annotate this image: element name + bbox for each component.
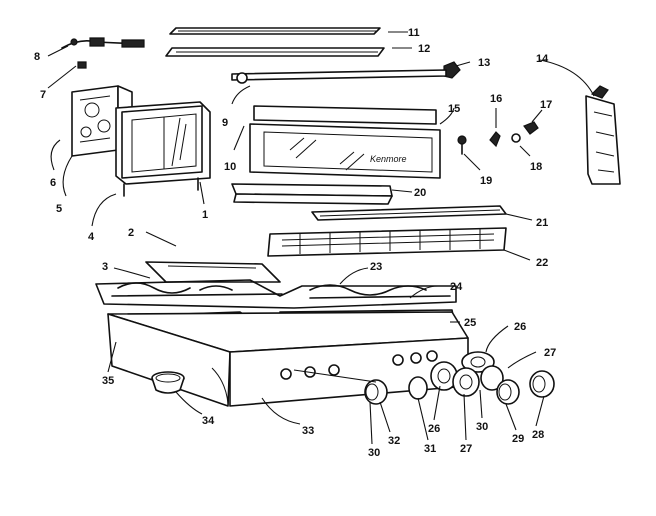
part-grates [95, 279, 457, 309]
part-rail [165, 47, 385, 57]
part-rod [231, 69, 447, 84]
leader-lines [47, 31, 595, 445]
callout-30-right: 30 [476, 421, 488, 433]
callout-labels: 8 7 11 12 13 14 9 10 15 16 17 18 19 6 5 … [34, 27, 556, 459]
callout-26-bottom: 26 [428, 423, 440, 435]
part-grille [267, 227, 507, 257]
callout-31: 31 [424, 443, 436, 455]
callout-22: 22 [536, 257, 548, 269]
callout-30-left: 30 [368, 447, 380, 459]
callout-13: 13 [478, 57, 490, 69]
callout-4: 4 [88, 231, 95, 243]
callout-17: 17 [540, 99, 552, 111]
callout-23: 23 [370, 261, 382, 273]
part-glass-panel: Kenmore [249, 105, 441, 179]
part-side-bracket [585, 85, 621, 185]
callout-8: 8 [34, 51, 40, 63]
part-trim-strip [311, 205, 507, 221]
part-knobs [364, 351, 555, 405]
callout-9: 9 [222, 117, 228, 129]
callout-3: 3 [102, 261, 108, 273]
callout-2: 2 [128, 227, 134, 239]
callout-20: 20 [414, 187, 426, 199]
callout-5: 5 [56, 203, 62, 215]
part-window-frame [115, 101, 211, 197]
callout-25: 25 [464, 317, 476, 329]
part-tray [231, 183, 393, 205]
callout-11: 11 [408, 27, 420, 39]
callout-18: 18 [530, 161, 542, 173]
brand-script: Kenmore [370, 154, 407, 164]
callout-29: 29 [512, 433, 524, 445]
part-griddle-plate [145, 261, 281, 283]
callout-7: 7 [40, 89, 46, 101]
callout-1: 1 [202, 209, 208, 221]
callout-35: 35 [102, 375, 114, 387]
callout-21: 21 [536, 217, 548, 229]
callout-19: 19 [480, 175, 492, 187]
callout-12: 12 [418, 43, 430, 55]
callout-27-top: 27 [544, 347, 556, 359]
callout-27-bottom: 27 [460, 443, 472, 455]
callout-32: 32 [388, 435, 400, 447]
callout-26-top: 26 [514, 321, 526, 333]
callout-14: 14 [536, 53, 549, 65]
callout-34: 34 [202, 415, 215, 427]
callout-33: 33 [302, 425, 314, 437]
callout-24: 24 [450, 281, 463, 293]
callout-28: 28 [532, 429, 544, 441]
part-wire-harness [61, 37, 145, 49]
part-fittings [457, 121, 539, 155]
callout-6: 6 [50, 177, 56, 189]
part-top-strip [169, 27, 381, 35]
callout-16: 16 [490, 93, 502, 105]
callout-10: 10 [224, 161, 236, 173]
callout-15: 15 [448, 103, 460, 115]
part-clip [77, 61, 87, 69]
part-cup [151, 371, 185, 394]
